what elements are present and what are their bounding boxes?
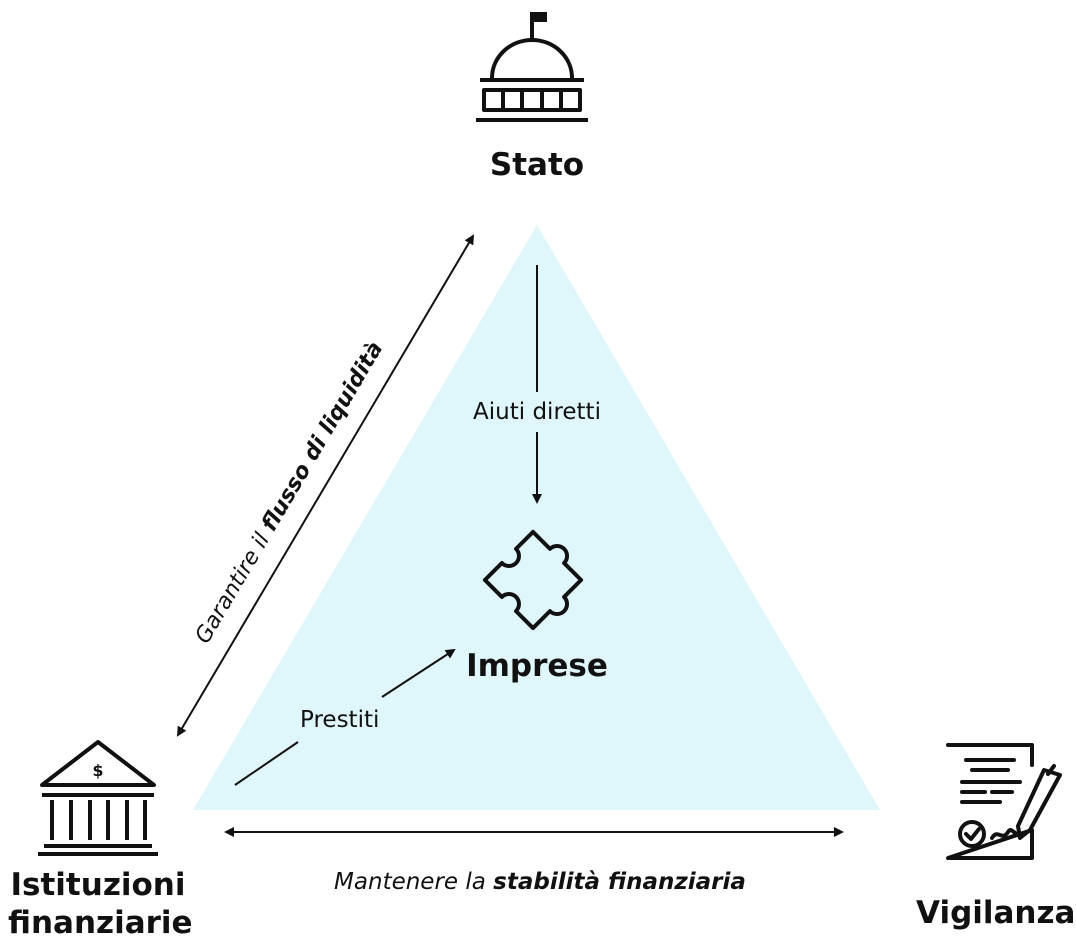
node-label-imprese: Imprese [466, 648, 608, 684]
bank-icon [38, 740, 158, 856]
node-label-istituzioni-line1: Istituzioni [10, 867, 186, 903]
label-stabilita-prefix: Mantenere la [334, 869, 494, 895]
label-prestiti: Prestiti [300, 707, 380, 733]
signed-document-icon [946, 743, 1062, 860]
node-label-istituzioni-line2: finanziarie [8, 905, 193, 941]
label-flusso-liquidita-emphasis: flusso di liquidità [257, 337, 388, 535]
label-stabilita-emphasis: stabilità finanziaria [493, 869, 746, 895]
government-building-icon [476, 12, 588, 122]
node-label-vigilanza: Vigilanza [916, 895, 1076, 931]
label-stabilita-finanziaria: Mantenere la stabilità finanziaria [290, 868, 790, 896]
puzzle-piece-icon [482, 529, 584, 631]
label-aiuti-diretti: Aiuti diretti [473, 399, 601, 425]
node-label-istituzioni: Istituzioni finanziarie [8, 866, 193, 942]
dollar-icon: $ [92, 761, 103, 780]
node-label-stato: Stato [489, 147, 585, 183]
arrow-prestiti-tail [234, 741, 299, 786]
arrow-flusso-liquidita [176, 234, 475, 737]
